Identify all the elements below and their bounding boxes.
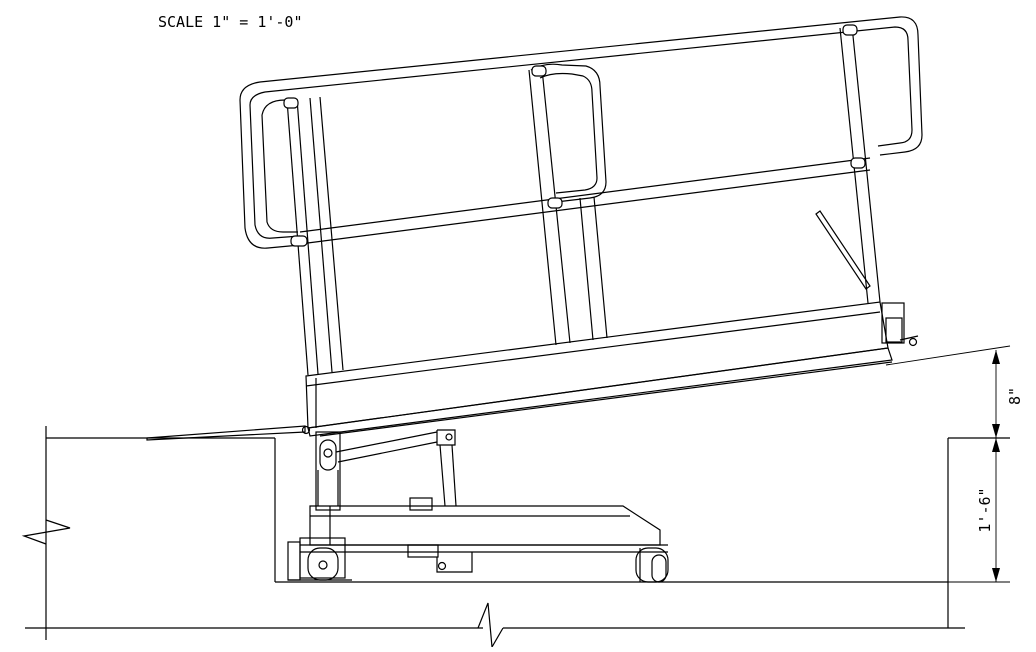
platform-deck bbox=[146, 210, 919, 441]
dimension-lines bbox=[885, 345, 1011, 583]
floor-section bbox=[25, 426, 1010, 640]
break-line-bottom bbox=[477, 602, 504, 649]
scale-note: SCALE 1" = 1'-0" bbox=[158, 13, 303, 31]
dimension-lower: 1'-6" bbox=[976, 487, 994, 532]
lift-struts bbox=[315, 429, 457, 511]
guard-rails bbox=[239, 16, 923, 376]
lift-base bbox=[287, 497, 669, 583]
break-line-left bbox=[21, 519, 71, 545]
dimension-upper: 8" bbox=[1006, 387, 1024, 405]
